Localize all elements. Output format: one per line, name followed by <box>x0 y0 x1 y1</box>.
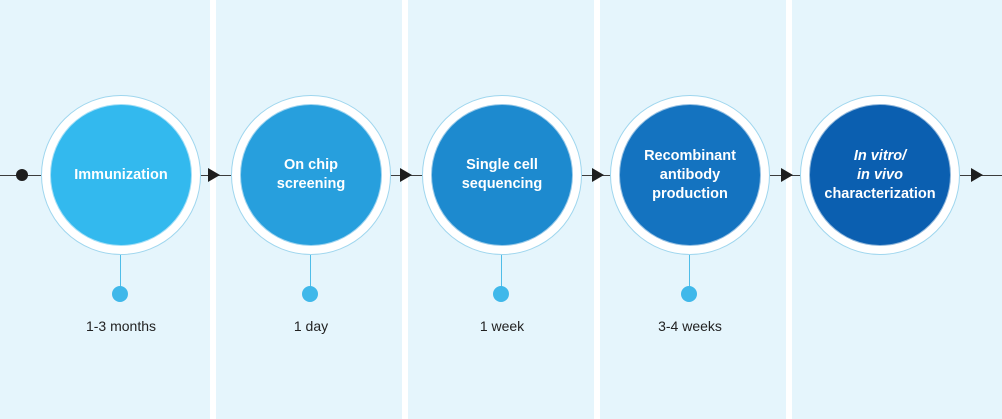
step-2: On chip screening <box>231 95 391 255</box>
step-2-duration: 1 day <box>293 318 329 334</box>
step-3-label-line-2: sequencing <box>461 176 543 192</box>
step-5-label-line-2: in vivo <box>857 166 903 183</box>
step-1-tick-dot <box>112 286 128 302</box>
step-1-label: Immunization <box>74 166 168 183</box>
arrow-4-icon <box>781 168 793 182</box>
step-3-circle: Single cell sequencing <box>431 104 573 246</box>
step-1-connector <box>120 255 121 291</box>
step-5-label-line-3: characterization <box>824 185 936 202</box>
step-3-label-line-1: Single cell <box>466 157 538 173</box>
step-2-circle: On chip screening <box>240 104 382 246</box>
step-5-ring: In vitro/ in vivo characterization <box>806 101 954 249</box>
step-2-ring: On chip screening <box>237 101 385 249</box>
step-3-connector <box>501 255 502 291</box>
step-1-duration: 1-3 months <box>85 318 157 334</box>
step-1-circle: Immunization <box>50 104 192 246</box>
step-4-tick-dot <box>681 286 697 302</box>
step-4: Recombinant antibody production <box>610 95 770 255</box>
step-2-tick-dot <box>302 286 318 302</box>
arrow-3-icon <box>592 168 604 182</box>
step-4-circle: Recombinant antibody production <box>619 104 761 246</box>
arrow-1-icon <box>208 168 220 182</box>
step-4-connector <box>689 255 690 291</box>
step-2-connector <box>310 255 311 291</box>
step-2-label-line-2: screening <box>276 176 346 192</box>
step-1-ring: Immunization <box>47 101 195 249</box>
step-3: Single cell sequencing <box>422 95 582 255</box>
step-4-label-line-1: Recombinant <box>644 147 736 164</box>
arrow-end-icon <box>971 168 983 182</box>
step-5: In vitro/ in vivo characterization <box>800 95 960 255</box>
step-3-ring: Single cell sequencing <box>428 101 576 249</box>
step-4-label-line-2: antibody <box>659 166 721 183</box>
step-4-label-line-3: production <box>652 185 728 202</box>
arrow-2-icon <box>400 168 412 182</box>
step-3-duration: 1 week <box>479 318 525 334</box>
step-4-ring: Recombinant antibody production <box>616 101 764 249</box>
step-4-duration: 3-4 weeks <box>658 318 722 334</box>
step-2-label-line-1: On chip <box>284 157 338 173</box>
timeline-start-dot <box>16 169 28 181</box>
step-1: Immunization <box>41 95 201 255</box>
step-5-circle: In vitro/ in vivo characterization <box>809 104 951 246</box>
step-5-label-line-1: In vitro/ <box>853 147 907 164</box>
step-3-tick-dot <box>493 286 509 302</box>
